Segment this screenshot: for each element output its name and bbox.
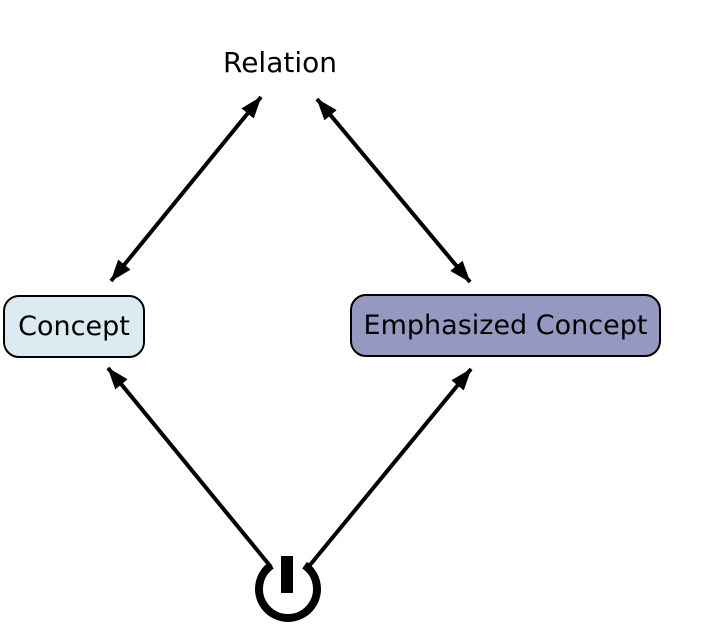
edge-power-emphasized <box>308 367 473 567</box>
edge-power-concept <box>106 366 273 569</box>
emphasized-concept-node: Emphasized Concept <box>350 294 661 357</box>
concept-node: Concept <box>3 295 145 358</box>
edge-concept-relation <box>109 95 263 283</box>
relation-label: Relation <box>223 46 337 79</box>
edge-emphasized-relation <box>315 97 472 284</box>
power-icon <box>255 556 321 622</box>
